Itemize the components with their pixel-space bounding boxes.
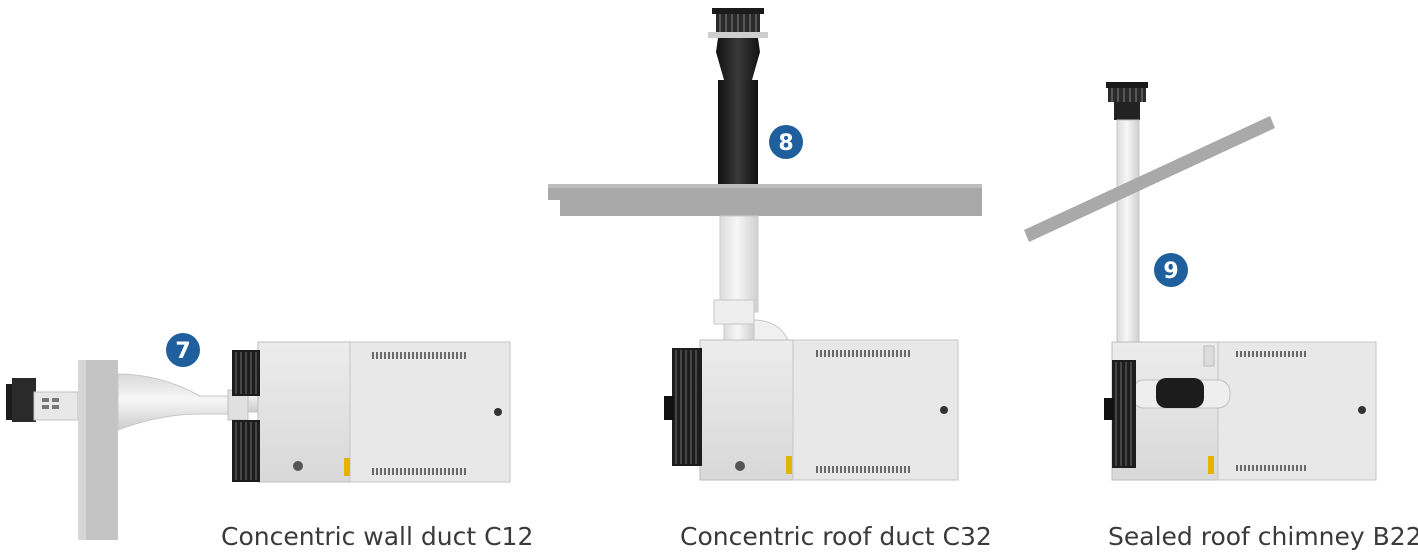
roof-terminal-icon (708, 8, 768, 38)
wall-duct-pipe (117, 373, 241, 431)
wall-terminal-icon (6, 378, 79, 422)
svg-text:8: 8 (778, 131, 793, 156)
sealed-chimney-assembly: 9 (1024, 82, 1377, 481)
roof-beam-9 (1024, 116, 1275, 242)
variant-7-badge: 7 (166, 333, 200, 367)
roof-black-pipe (718, 80, 758, 188)
caption-wall-duct: Concentric wall duct C12 (221, 522, 534, 551)
variant-8-badge: 8 (769, 125, 803, 159)
wall-duct-assembly: 7 (6, 333, 511, 540)
roof-duct-assembly: 8 (548, 8, 982, 481)
roof-beam-8 (548, 184, 982, 216)
roof-terminal-icon (1106, 82, 1148, 120)
variant-9-badge: 9 (1154, 253, 1188, 287)
svg-text:9: 9 (1163, 259, 1178, 284)
fan-guard-icon (232, 350, 260, 482)
caption-roof-duct: Concentric roof duct C32 (680, 522, 992, 551)
fan-guard-icon (1104, 360, 1136, 468)
fan-guard-icon (664, 348, 702, 466)
caption-sealed-chimney: Sealed roof chimney B22 (1108, 522, 1418, 551)
svg-text:7: 7 (175, 339, 190, 364)
